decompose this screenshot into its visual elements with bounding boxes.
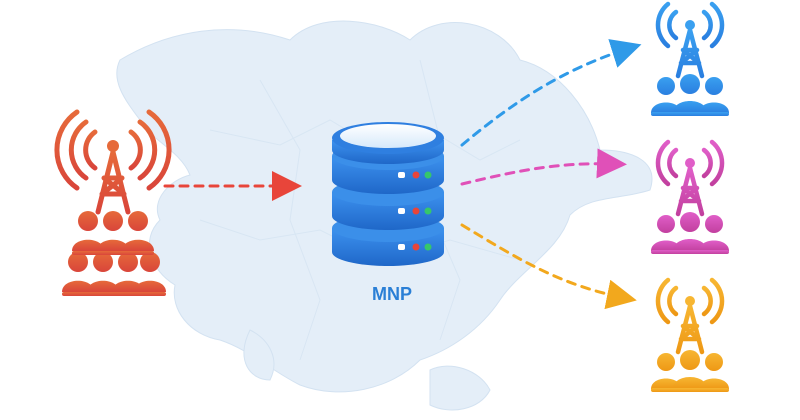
cell-tower-icon [54, 109, 172, 215]
source-operator [54, 109, 172, 296]
arrow-mnp-to-yellow [460, 223, 637, 310]
cell-tower-icon [655, 1, 725, 79]
cell-tower-icon [655, 277, 725, 355]
destination-operator-blue [651, 1, 729, 116]
mnp-label: MNP [372, 284, 412, 304]
destination-operator-yellow [651, 277, 729, 392]
user-group-icon [651, 212, 729, 254]
destination-operator-pink [651, 139, 729, 254]
database-server-icon [332, 122, 444, 266]
user-group-icon [62, 211, 166, 296]
cell-tower-icon [655, 139, 725, 217]
flow-arrows [163, 39, 642, 310]
arrow-mnp-to-pink [460, 148, 627, 186]
status-lights [398, 171, 432, 251]
user-group-icon [651, 350, 729, 392]
arrow-mnp-to-blue [460, 39, 642, 147]
user-group-icon [651, 74, 729, 116]
